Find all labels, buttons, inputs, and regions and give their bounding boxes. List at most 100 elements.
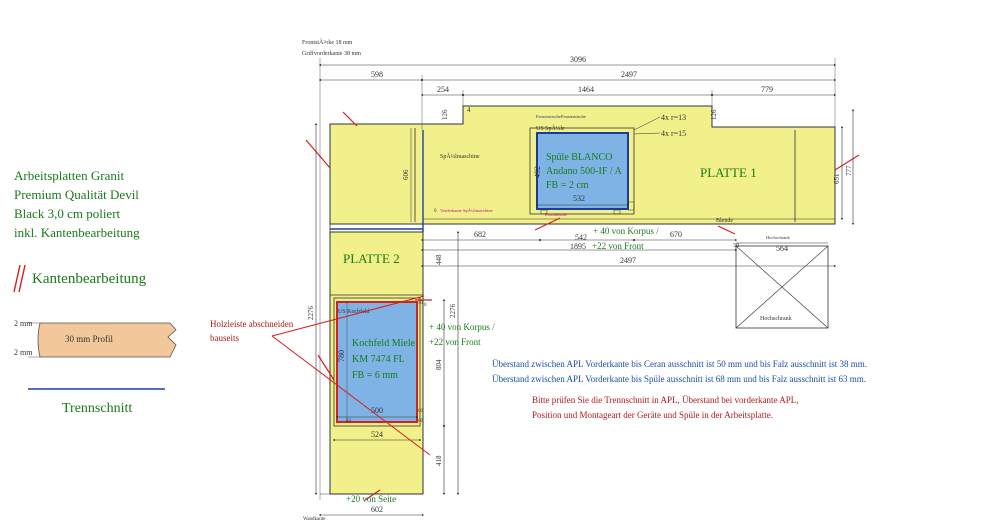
edge-marker-plate1-top-left — [305, 139, 331, 169]
dim-448: 448 — [435, 254, 443, 265]
header-grip-edge: Griffvorderkante 38 mm — [302, 50, 361, 57]
dishwasher-front-label: Vorderkante SpÃ¼lmaschine — [440, 208, 493, 213]
sink-label-3: FB = 2 cm — [546, 180, 589, 191]
radius-13: 4x r=13 — [661, 113, 686, 122]
spec-line-4: inkl. Kantenbearbeitung — [14, 225, 140, 240]
dim-2276-left: 2276 — [307, 306, 315, 321]
tall-cabinet-top-label: Hochschrank — [766, 235, 790, 240]
legend-edge-mark-b — [18, 264, 26, 293]
dim-2497-top: 2497 — [621, 70, 637, 79]
radius-15: 4x r=15 — [661, 129, 686, 138]
dim-3096: 3096 — [570, 55, 586, 64]
edge-marker-plate2-left — [317, 354, 335, 381]
check-notes: Bitte prüfen Sie die Trennschnitt in APL… — [532, 393, 798, 423]
dim-254: 254 — [437, 85, 449, 94]
material-spec: Arbeitsplatten Granit Premium Qualität D… — [14, 166, 140, 242]
dim-606: 606 — [402, 169, 410, 180]
us-sink-label: US SpÃ¼le — [536, 124, 565, 132]
hob-cutout — [336, 301, 418, 423]
holzleiste-note-1: Holzleiste abschneiden — [210, 319, 294, 329]
dim-1895: 1895 — [570, 242, 586, 251]
blende-label: Blende — [716, 218, 733, 224]
dim-492: 492 — [533, 166, 542, 178]
header-thickness: FrontstÃ¤rke 18 mm — [302, 38, 353, 46]
sink-corner-marker-a — [540, 209, 548, 215]
hob-label-1: Kochfeld Miele — [352, 338, 416, 349]
overhang-note-sink: Überstand zwischen APL Vorderkante bis S… — [492, 374, 867, 384]
radius-leader-a — [633, 116, 661, 131]
spec-line-1: Arbeitsplatten Granit — [14, 168, 125, 183]
dim-651: 651 — [833, 173, 841, 184]
spec-line-3: Black 3,0 cm poliert — [14, 206, 121, 221]
hob-korpus-note: + 40 von Korpus / — [429, 322, 495, 332]
hob-outer-frame — [333, 297, 421, 427]
dim-418: 418 — [435, 455, 443, 466]
dim-779: 779 — [761, 85, 773, 94]
legend-mm-top: 2 mm — [14, 319, 33, 328]
dim-780: 780 — [337, 350, 346, 362]
seite-note: +20 von Seite — [346, 494, 396, 504]
dim-126-right: 126 — [710, 109, 718, 120]
dim-602: 602 — [371, 505, 383, 514]
sink-korpus-note: + 40 von Korpus / — [593, 226, 659, 236]
legend-edge-mark-a — [13, 264, 21, 293]
edge-marker-plate2-bottom — [364, 489, 381, 501]
edge-marker-plate1-top — [342, 111, 358, 127]
legend-profile-shape — [37, 322, 177, 358]
dim-777: 777 — [845, 165, 853, 176]
overhang-note-ceran: Überstand zwischen APL Vorderkante bis C… — [492, 359, 868, 369]
holzleiste-note-2: bauseits — [210, 333, 239, 343]
dim-38: 38 — [733, 243, 739, 249]
window-front-label: Frontblende — [545, 212, 567, 217]
dim-0b: 0 — [424, 303, 427, 308]
tall-cabinet — [735, 245, 829, 329]
dim-2276-right: 2276 — [449, 304, 457, 319]
dim-62: 62 — [346, 419, 352, 424]
sink-cutout — [536, 132, 629, 210]
dim-1464: 1464 — [578, 85, 594, 94]
tall-cabinet-label: Hochschrank — [760, 316, 792, 322]
holzleiste-leader-a — [271, 295, 425, 337]
dim-598: 598 — [371, 70, 383, 79]
check-note-1: Bitte prüfen Sie die Trennschnitt in APL… — [532, 395, 799, 405]
sink-corner-marker-b — [613, 209, 621, 215]
dim-2497-mid: 2497 — [620, 256, 636, 265]
sink-label-1: Spüle BLANCO — [546, 152, 612, 163]
overhang-notes: Überstand zwischen APL Vorderkante bis C… — [492, 357, 867, 387]
sink-front-note: +22 von Front — [592, 241, 644, 251]
tall-cabinet-cross-b — [735, 245, 829, 329]
dim-0a: 0 — [434, 209, 437, 214]
legend-cut-label: Trennschnitt — [62, 401, 133, 416]
sink-label-2: Andano 500-IF / A — [546, 166, 623, 177]
hob-label-3: FB = 6 mm — [352, 370, 398, 381]
dim-524: 524 — [371, 430, 383, 439]
edge-marker-plate1-front — [534, 217, 561, 231]
hob-label-2: KM 7474 FL — [352, 354, 405, 365]
radius-leader-b — [633, 132, 661, 135]
window-top-label-2: Fensternische — [561, 114, 586, 119]
check-note-2: Position und Montageart der Geräte und S… — [532, 410, 773, 420]
edge-marker-plate1-right — [834, 154, 860, 171]
dim-682: 682 — [474, 230, 486, 239]
dim-50: 50 — [418, 301, 424, 306]
dim-670: 670 — [670, 230, 682, 239]
window-top-label: Fensternische — [536, 114, 561, 119]
dim-500: 500 — [371, 406, 383, 415]
dim-532: 532 — [573, 194, 585, 203]
edge-marker-plate1-front-b — [717, 225, 736, 235]
dim-804: 804 — [435, 359, 443, 370]
plate-1-label: PLATTE 1 — [700, 165, 757, 180]
us-hob-label: US Kochfeld — [338, 308, 370, 315]
dim-542: 542 — [575, 233, 587, 242]
hob-front-note: +22 von Front — [429, 337, 481, 347]
holzleiste-leader-b — [271, 335, 431, 456]
dim-564: 564 — [776, 244, 788, 253]
dishwasher-label: SpÃ¼lmaschine — [440, 152, 480, 160]
legend-profile-label: 30 mm Profil — [65, 334, 114, 344]
sink-corner-marker-c — [627, 201, 635, 211]
spec-line-2: Premium Qualität Devil — [14, 187, 139, 202]
legend-mm-bottom: 2 mm — [14, 348, 33, 357]
dim-60a: 60 — [418, 409, 424, 414]
wall-edge-label: Wandkante — [303, 517, 326, 522]
dim-4: 4 — [467, 106, 471, 114]
